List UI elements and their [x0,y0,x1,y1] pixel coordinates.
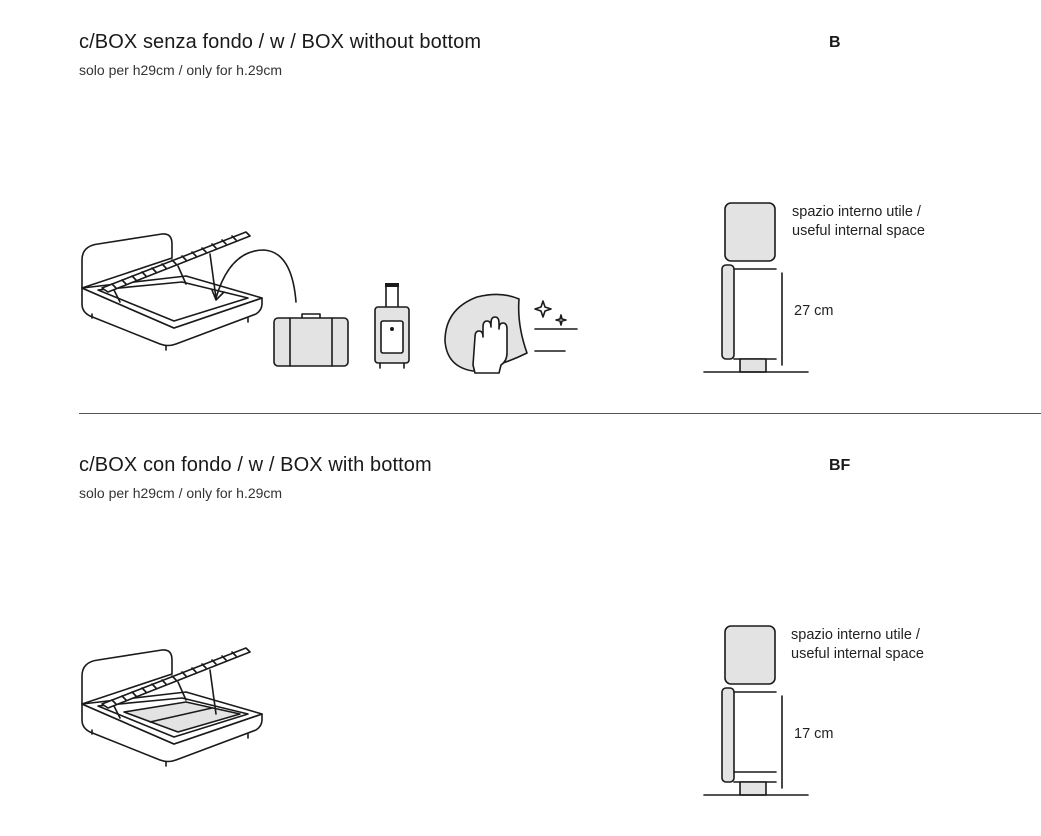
section-b-subtitle: solo per h29cm / only for h.29cm [79,62,283,78]
section-bf-title: c/BOX con fondo / w / BOX with bottom [79,454,432,476]
section-bf-space-label: spazio interno utile / useful internal s… [791,626,924,664]
section-b-code: B [829,34,841,51]
cleaning-hand-icon [444,293,578,374]
section-b-space-label-line2: useful internal space [792,223,925,239]
bed-open-box-icon [81,231,263,351]
section-divider [79,413,1041,414]
suitcase-icon [273,313,349,367]
section-b-measure: 27 cm [794,303,834,319]
section-bf-cross-section-diagram [703,625,809,796]
section-b-title: c/BOX senza fondo / w / BOX without bott… [79,31,482,53]
section-bf-code: BF [829,457,851,474]
trolley-icon [374,283,410,369]
section-b-space-label-line1: spazio interno utile / [792,204,921,220]
bed-open-box-with-bottom-icon [81,647,263,767]
section-b-space-label: spazio interno utile / useful internal s… [792,203,925,241]
section-bf-space-label-line2: useful internal space [791,646,924,662]
section-bf-space-label-line1: spazio interno utile / [791,627,920,643]
section-b-cross-section-diagram [703,202,809,373]
section-bf-measure: 17 cm [794,726,834,742]
arrow-arc-icon [211,249,297,303]
section-bf-subtitle: solo per h29cm / only for h.29cm [79,485,283,501]
